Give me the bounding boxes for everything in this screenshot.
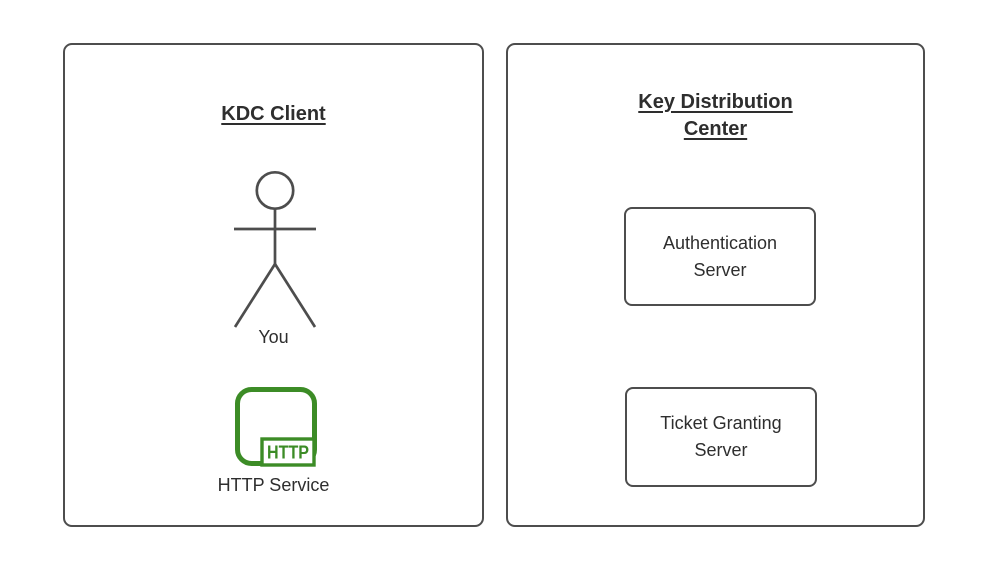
- key-distribution-center-title: Key Distribution Center: [638, 91, 793, 140]
- stick-figure-left-leg: [233, 263, 277, 328]
- actor-label: You: [258, 327, 289, 347]
- authentication-server-box: Authentication Server: [624, 207, 816, 306]
- ticket-granting-server-label: Ticket Granting Server: [660, 413, 782, 460]
- stick-figure-right-leg: [273, 263, 317, 328]
- http-service-label: HTTP Service: [217, 475, 330, 495]
- kdc-client-title: KDC Client: [221, 103, 326, 125]
- key-distribution-center-panel: Key Distribution Center Authentication S…: [506, 43, 925, 527]
- stick-figure-icon: [233, 170, 317, 328]
- authentication-server-label: Authentication Server: [662, 232, 778, 280]
- stick-figure-head: [255, 170, 295, 211]
- ticket-granting-server-box: Ticket Granting Server: [625, 387, 817, 487]
- http-badge-label: HTTP: [267, 443, 309, 463]
- http-service-icon: HTTP: [235, 387, 317, 467]
- http-badge: [260, 437, 316, 467]
- kdc-client-panel: KDC Client You HTTP HTTP Service: [63, 43, 484, 527]
